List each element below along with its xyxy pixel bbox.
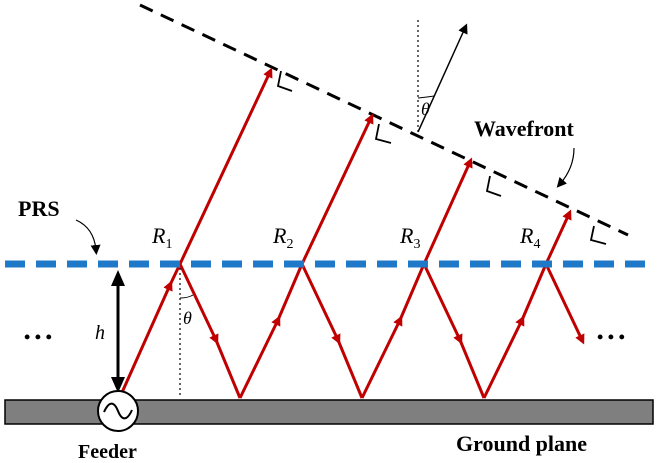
ray-label-r2: R2 [272,223,293,252]
ray-out-3 [422,157,473,265]
ray-out-2 [300,113,374,265]
theta-arc-top [417,95,435,99]
ray-out-1 [178,67,273,265]
prs-label: PRS [18,196,60,221]
ray-out-4 [544,209,572,265]
sine-source-icon [97,390,139,432]
wavefront-line [139,3,629,237]
theta-label-bottom: θ [183,308,192,328]
theta-arc-bottom [179,294,194,299]
zigzag-ray [118,263,585,399]
right-angle-mark-2 [374,123,392,144]
ellipsis-left: • • • [24,327,52,347]
height-arrow-head-bottom [111,377,125,393]
right-angle-mark-4 [589,225,607,245]
ellipsis-right: • • • [597,327,625,347]
feeder-label: Feeder [78,441,137,463]
wavefront-direction-arrow [417,23,468,133]
ray-label-r3: R3 [399,223,420,252]
right-angle-mark-1 [276,70,293,92]
height-arrow-head-top [111,270,125,286]
prs-pointer [75,219,101,255]
ray-label-r1: R1 [151,223,172,252]
ground-plane-label: Ground plane [456,431,587,456]
theta-label-top: θ [421,99,430,119]
wavefront-label: Wavefront [474,116,574,141]
h-label: h [95,322,105,344]
ray-label-r4: R4 [519,223,540,252]
right-angle-mark-3 [485,175,502,197]
wavefront-pointer [556,147,575,188]
